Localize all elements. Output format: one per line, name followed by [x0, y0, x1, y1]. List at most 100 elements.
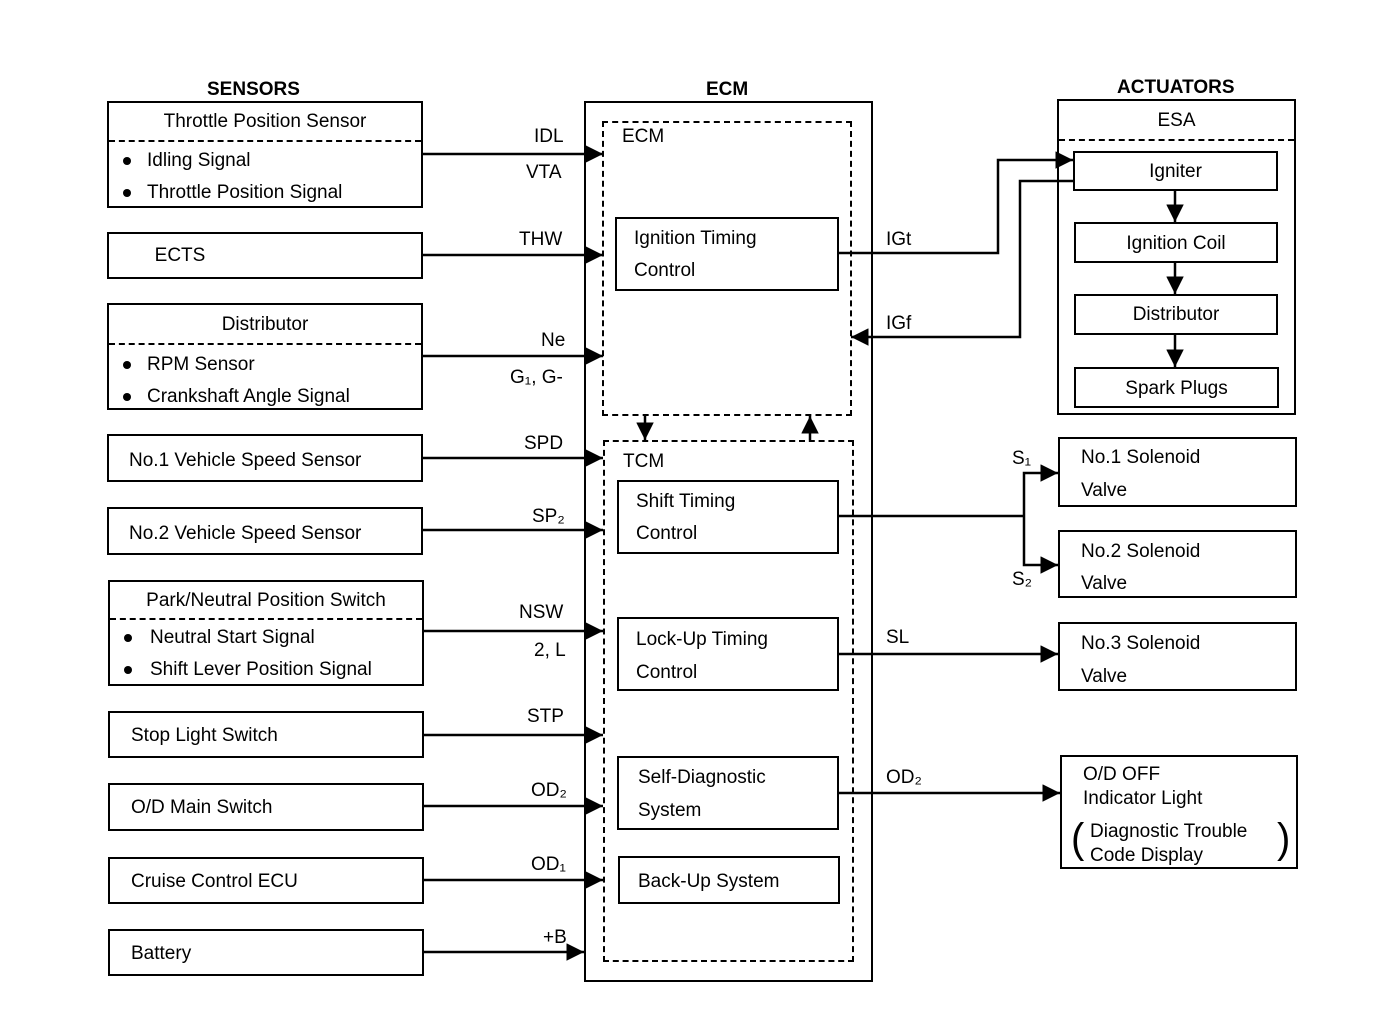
battery-title: Battery [131, 943, 192, 964]
signal-sp2: SP₂ [532, 506, 565, 527]
signal-sl: SL [886, 627, 910, 648]
ignition-timing-line1: Ignition Timing [634, 228, 757, 249]
signal-s1: S₁ [1012, 448, 1032, 469]
solenoid-2-box: No.2 Solenoid Valve [1058, 530, 1297, 598]
actuators-header: ACTUATORS [1117, 77, 1235, 98]
esa-box: ESA [1057, 99, 1296, 415]
cruise-title: Cruise Control ECU [131, 871, 298, 892]
throttle-position-sensor-box: Throttle Position Sensor Idling Signal T… [107, 101, 423, 208]
s1-line [1022, 464, 1058, 516]
backup-system-box: Back-Up System [618, 856, 840, 904]
ignition-coil-label: Ignition Coil [1126, 233, 1226, 254]
stop-light-switch-box: Stop Light Switch [108, 711, 424, 758]
stop-light-title: Stop Light Switch [131, 725, 278, 746]
od-off-line2: Indicator Light [1083, 788, 1203, 809]
signal-nsw: NSW [519, 602, 564, 623]
park-neutral-switch-box: Park/Neutral Position Switch Neutral Sta… [108, 580, 424, 686]
od-main-switch-box: O/D Main Switch [108, 783, 424, 831]
tcm-section: TCM [603, 440, 854, 962]
vss1-box: No.1 Vehicle Speed Sensor [107, 434, 423, 482]
signal-s2: S₂ [1012, 569, 1033, 590]
ecm-inner-section: ECM [602, 121, 852, 416]
signal-od1: OD₁ [531, 854, 566, 875]
signal-2l: 2, L [534, 640, 566, 661]
battery-box: Battery [108, 929, 424, 976]
signal-ne: Ne [541, 330, 566, 351]
signal-vta: VTA [526, 162, 562, 183]
ignition-timing-control-box: Ignition Timing Control [615, 217, 839, 291]
distributor-actuator-label: Distributor [1132, 304, 1220, 325]
distributor-item-crank: Crankshaft Angle Signal [147, 386, 350, 407]
igniter-box: Igniter [1073, 151, 1278, 191]
lockup-timing-line1: Lock-Up Timing [636, 629, 768, 650]
dtc-line1: Diagnostic Trouble [1090, 821, 1248, 842]
od-off-line1: O/D OFF [1083, 764, 1161, 785]
cruise-control-ecu-box: Cruise Control ECU [108, 857, 424, 904]
signal-spd: SPD [524, 433, 564, 454]
spark-plugs-box: Spark Plugs [1074, 367, 1279, 408]
bullet-icon [124, 666, 132, 674]
shift-timing-control-box: Shift Timing Control [617, 480, 839, 554]
s2-line [1022, 516, 1058, 574]
od-main-title: O/D Main Switch [131, 797, 273, 818]
ects-title: ECTS [154, 245, 206, 266]
shift-timing-line1: Shift Timing [636, 491, 736, 512]
tps-item-idling: Idling Signal [147, 150, 251, 171]
ecm-outer-box [584, 101, 873, 982]
distributor-title: Distributor [221, 314, 309, 335]
self-diagnostic-system-box: Self-Diagnostic System [617, 756, 839, 830]
bullet-icon [124, 634, 132, 642]
pnp-title: Park/Neutral Position Switch [146, 590, 386, 611]
ecm-header: ECM [706, 79, 749, 100]
ecm-inner-label: ECM [622, 126, 665, 147]
igniter-label: Igniter [1149, 161, 1202, 182]
signal-b: +B [543, 927, 567, 948]
od-off-indicator-box: O/D OFF Indicator Light ( Diagnostic Tro… [1060, 755, 1298, 869]
solenoid-3-box: No.3 Solenoid Valve [1058, 622, 1297, 691]
ignition-coil-box: Ignition Coil [1074, 222, 1278, 263]
signal-igt: IGt [886, 229, 912, 250]
igt-line [838, 151, 1073, 255]
pnp-item-neutral: Neutral Start Signal [150, 627, 315, 648]
tps-title: Throttle Position Sensor [163, 111, 367, 132]
distributor-actuator-box: Distributor [1074, 294, 1278, 335]
sol2-line1: No.2 Solenoid [1081, 541, 1201, 562]
igf-line [851, 179, 1073, 346]
signal-thw: THW [519, 229, 563, 250]
ignition-timing-line2: Control [634, 260, 696, 281]
paren-left-icon: ( [1071, 815, 1085, 863]
dtc-line2: Code Display [1090, 845, 1203, 866]
vss2-title: No.2 Vehicle Speed Sensor [129, 523, 362, 544]
spark-plugs-label: Spark Plugs [1125, 378, 1228, 399]
signal-idl: IDL [534, 126, 564, 147]
signal-g: G₁, G- [510, 367, 563, 388]
tps-item-position: Throttle Position Signal [147, 182, 343, 203]
bullet-icon [123, 189, 131, 197]
sol2-line2: Valve [1081, 573, 1128, 594]
distributor-sensor-box: Distributor RPM Sensor Crankshaft Angle … [107, 303, 423, 410]
pnp-item-shift-lever: Shift Lever Position Signal [150, 659, 372, 680]
bullet-icon [123, 361, 131, 369]
solenoid-1-box: No.1 Solenoid Valve [1058, 437, 1297, 507]
signal-igf: IGf [886, 313, 912, 334]
shift-timing-line2: Control [636, 523, 698, 544]
lockup-timing-control-box: Lock-Up Timing Control [617, 617, 839, 691]
distributor-item-rpm: RPM Sensor [147, 354, 255, 375]
sensors-header: SENSORS [207, 79, 300, 100]
ects-box: ECTS [107, 232, 423, 279]
self-diag-line2: System [638, 800, 702, 821]
backup-label: Back-Up System [638, 871, 780, 892]
sol1-line1: No.1 Solenoid [1081, 447, 1201, 468]
sol3-line1: No.3 Solenoid [1081, 633, 1201, 654]
vss2-box: No.2 Vehicle Speed Sensor [107, 507, 423, 555]
bullet-icon [123, 157, 131, 165]
signal-od2-out: OD₂ [886, 767, 922, 788]
paren-right-icon: ) [1277, 815, 1291, 863]
bullet-icon [123, 393, 131, 401]
self-diag-line1: Self-Diagnostic [638, 767, 766, 788]
lockup-timing-line2: Control [636, 662, 698, 683]
tcm-label: TCM [623, 451, 665, 472]
sol3-line2: Valve [1081, 666, 1128, 687]
signal-od2-in: OD₂ [531, 780, 567, 801]
